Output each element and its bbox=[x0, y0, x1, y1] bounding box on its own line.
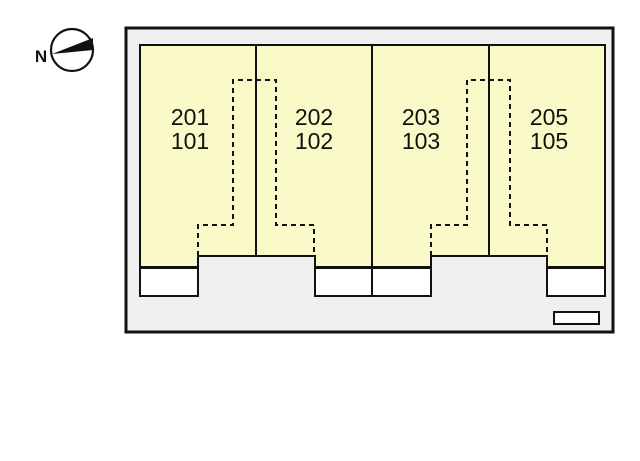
stair-outline-left bbox=[197, 79, 315, 256]
balcony-2 bbox=[314, 267, 373, 297]
compass: N bbox=[35, 27, 95, 73]
north-arrow-icon bbox=[49, 27, 95, 73]
stair-outline-right bbox=[430, 79, 548, 256]
unit-2-lower-number: 102 bbox=[295, 128, 333, 154]
unit-4-lower-number: 105 bbox=[530, 128, 568, 154]
balcony-3 bbox=[371, 267, 432, 297]
building bbox=[139, 44, 606, 297]
balcony-4 bbox=[546, 267, 606, 297]
entrance-recess-1 bbox=[198, 256, 315, 296]
site-marker bbox=[553, 311, 600, 325]
unit-4-upper-number: 205 bbox=[530, 104, 568, 130]
compass-north-letter: N bbox=[35, 47, 47, 66]
unit-1-upper-number: 201 bbox=[171, 104, 209, 130]
unit-3-upper-number: 203 bbox=[402, 104, 440, 130]
balcony-1 bbox=[139, 267, 199, 297]
unit-2-upper-number: 202 bbox=[295, 104, 333, 130]
unit-1-area bbox=[139, 44, 257, 268]
unit-1-lower-number: 101 bbox=[171, 128, 209, 154]
unit-3-lower-number: 103 bbox=[402, 128, 440, 154]
entrance-recess-2 bbox=[431, 256, 547, 296]
unit-labels: 201 101 202 102 203 103 205 105 bbox=[171, 104, 568, 154]
